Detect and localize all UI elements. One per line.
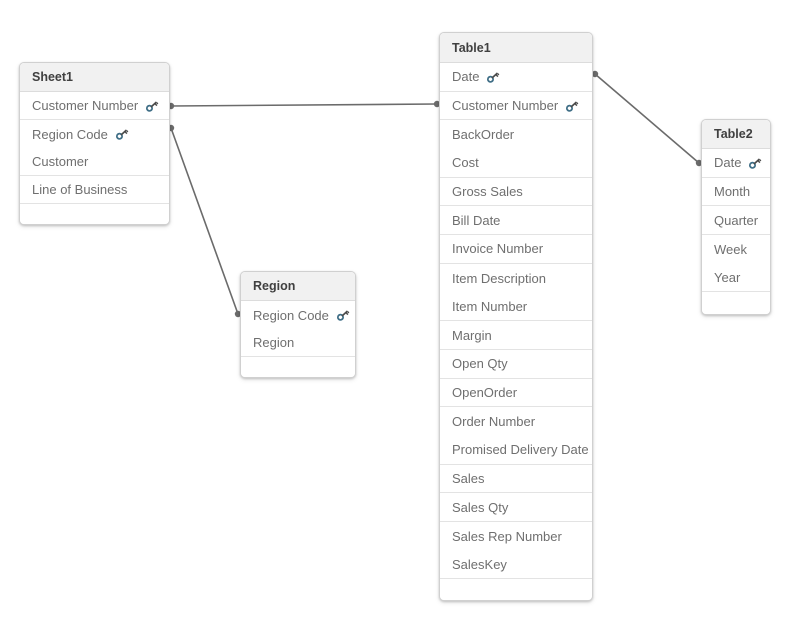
field-label: Week: [714, 241, 747, 257]
field-row[interactable]: Margin: [440, 321, 592, 350]
field-label: Month: [714, 184, 751, 200]
field-row[interactable]: Week: [702, 235, 770, 264]
field-row[interactable]: Sales: [440, 464, 592, 494]
field-row[interactable]: Gross Sales: [440, 177, 592, 207]
field-label: Open Qty: [452, 356, 508, 372]
field-row[interactable]: Item Description: [440, 263, 592, 293]
association-link[interactable]: [167, 124, 242, 318]
field-row[interactable]: Month: [702, 177, 770, 207]
field-label: SalesKey: [452, 557, 507, 573]
field-row[interactable]: Customer Number: [20, 92, 169, 120]
field-row[interactable]: Customer: [20, 148, 169, 176]
field-label: OpenOrder: [452, 384, 518, 400]
link-line: [170, 103, 438, 107]
field-row[interactable]: Sales Qty: [440, 493, 592, 522]
field-row[interactable]: Order Number: [440, 407, 592, 436]
field-label: Line of Business: [32, 182, 128, 197]
field-label: Customer Number: [452, 98, 559, 114]
field-row[interactable]: Date: [702, 149, 770, 178]
field-row[interactable]: Quarter: [702, 206, 770, 236]
field-row[interactable]: Year: [702, 263, 770, 293]
key-icon: [748, 157, 762, 169]
field-label: Sales Rep Number: [452, 528, 562, 544]
field-label: BackOrder: [452, 127, 515, 143]
field-row[interactable]: Invoice Number: [440, 235, 592, 264]
table-header-table2[interactable]: Table2: [702, 120, 770, 149]
field-label: Region Code: [253, 307, 329, 323]
link-line: [594, 73, 700, 164]
field-label: Sales Qty: [452, 499, 509, 515]
field-label: Date: [452, 69, 480, 85]
key-icon: [115, 128, 129, 140]
field-label: Year: [714, 270, 741, 286]
field-label: Cost: [452, 155, 479, 171]
field-label: Quarter: [714, 212, 759, 228]
key-icon: [336, 309, 350, 321]
field-label: Region Code: [32, 126, 108, 142]
table-header-region[interactable]: Region: [241, 272, 355, 301]
field-label: Customer: [32, 154, 89, 169]
field-label: Invoice Number: [452, 241, 544, 257]
key-icon: [565, 100, 579, 112]
key-icon: [486, 71, 500, 83]
field-row[interactable]: Region: [241, 329, 355, 357]
table-footer-table2: [702, 292, 770, 314]
field-row[interactable]: SalesKey: [440, 550, 592, 580]
field-label: Promised Delivery Date: [452, 442, 589, 458]
field-label: Item Number: [452, 298, 528, 314]
field-row[interactable]: Item Number: [440, 292, 592, 322]
field-label: Margin: [452, 327, 492, 343]
field-label: Order Number: [452, 414, 536, 430]
field-row[interactable]: OpenOrder: [440, 378, 592, 408]
association-link[interactable]: [591, 70, 703, 167]
table-footer-sheet1: [20, 204, 169, 224]
table-footer-table1: [440, 579, 592, 600]
field-row[interactable]: Promised Delivery Date: [440, 435, 592, 465]
table-footer-region: [241, 357, 355, 377]
field-label: Item Description: [452, 270, 546, 286]
field-row[interactable]: BackOrder: [440, 120, 592, 150]
field-row[interactable]: Bill Date: [440, 206, 592, 236]
field-row[interactable]: Customer Number: [440, 91, 592, 121]
field-row[interactable]: Open Qty: [440, 349, 592, 379]
table-header-table1[interactable]: Table1: [440, 33, 592, 63]
field-row[interactable]: Date: [440, 63, 592, 92]
field-label: Customer Number: [32, 98, 139, 113]
association-link[interactable]: [167, 100, 441, 110]
field-row[interactable]: Sales Rep Number: [440, 522, 592, 551]
field-label: Gross Sales: [452, 184, 523, 200]
field-label: Bill Date: [452, 212, 501, 228]
table-header-sheet1[interactable]: Sheet1: [20, 63, 169, 92]
field-row[interactable]: Region Code: [20, 120, 169, 148]
field-row[interactable]: Line of Business: [20, 176, 169, 204]
link-line: [170, 127, 239, 315]
key-icon: [145, 100, 159, 112]
field-label: Date: [714, 155, 742, 171]
field-row[interactable]: Cost: [440, 149, 592, 178]
field-row[interactable]: Region Code: [241, 301, 355, 329]
field-label: Region: [253, 335, 295, 350]
field-label: Sales: [452, 470, 485, 486]
